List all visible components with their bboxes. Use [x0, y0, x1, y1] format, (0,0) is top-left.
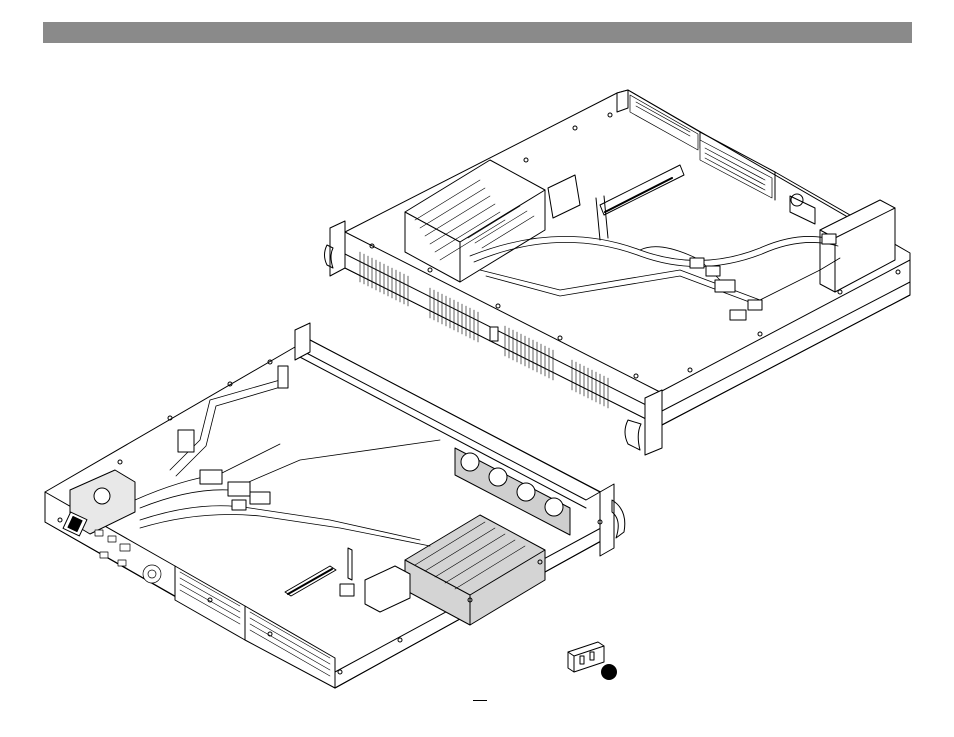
upper-led-window: [490, 327, 498, 341]
callout-marker: [601, 664, 617, 680]
page-number-mark: [472, 694, 488, 708]
lower-chassis: [45, 323, 625, 688]
lower-right-rack-ear: [600, 484, 614, 556]
upper-right-rack-ear: [645, 390, 662, 455]
mounting-bracket: [568, 642, 604, 672]
